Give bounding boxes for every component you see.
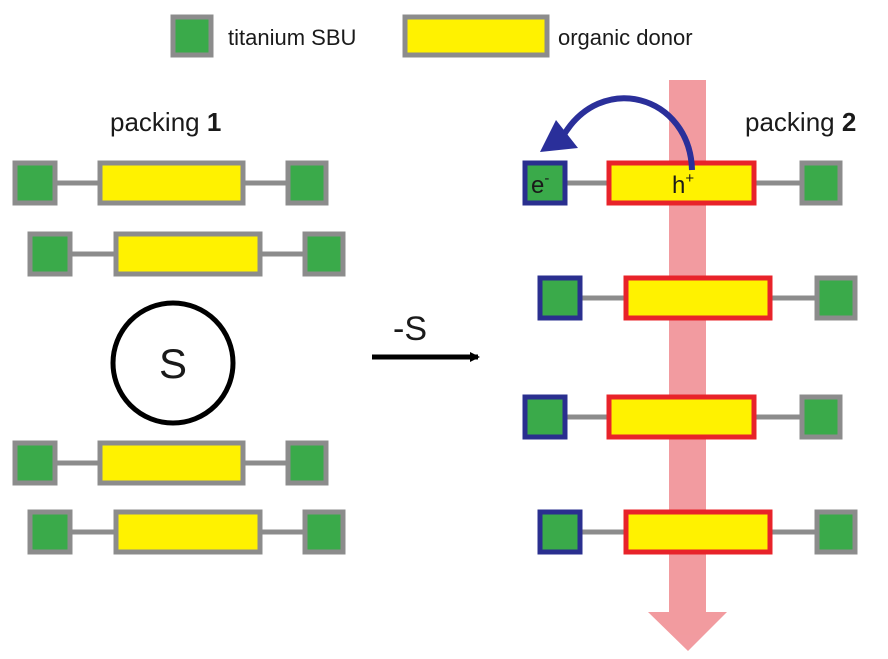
solvent-molecule: S bbox=[110, 300, 236, 426]
sbu-left bbox=[27, 231, 73, 277]
sbu-right bbox=[302, 509, 346, 555]
right-title: packing 2 bbox=[745, 107, 856, 137]
hole-label: h+ bbox=[672, 170, 694, 199]
legend-sbu-swatch bbox=[170, 14, 214, 58]
desolvation-label: -S bbox=[393, 310, 427, 348]
donor bbox=[97, 160, 246, 206]
legend-sbu-label: titanium SBU bbox=[228, 25, 356, 50]
donor-active bbox=[606, 394, 757, 440]
donor bbox=[97, 440, 246, 486]
sbu-left-active bbox=[537, 275, 583, 321]
left-row-2 bbox=[27, 231, 346, 277]
donor bbox=[113, 231, 263, 277]
left-title-number: 1 bbox=[207, 107, 221, 137]
sbu-right bbox=[814, 509, 858, 555]
sbu-left-active bbox=[537, 509, 583, 555]
sbu-right bbox=[799, 394, 843, 440]
right-row-3 bbox=[522, 394, 843, 440]
solvent-label: S bbox=[159, 340, 187, 387]
right-title-text: packing bbox=[745, 107, 842, 137]
left-row-3 bbox=[12, 440, 329, 486]
donor-active bbox=[623, 275, 773, 321]
sbu-left bbox=[12, 440, 58, 486]
legend-donor-swatch bbox=[402, 14, 550, 58]
desolvation-arrow: -S bbox=[372, 310, 480, 362]
right-row-1: e- h+ bbox=[522, 160, 843, 206]
left-row-1 bbox=[12, 160, 329, 206]
electron-label: e- bbox=[531, 170, 549, 199]
sbu-left bbox=[27, 509, 73, 555]
legend: titanium SBU organic donor bbox=[170, 14, 693, 58]
left-title: packing 1 bbox=[110, 107, 221, 137]
sbu-left-active bbox=[522, 160, 568, 206]
sbu-right bbox=[285, 160, 329, 206]
electron-transfer-arrow bbox=[540, 95, 695, 171]
donor-active bbox=[606, 160, 757, 206]
left-title-text: packing bbox=[110, 107, 207, 137]
donor bbox=[113, 509, 263, 555]
right-row-4 bbox=[537, 509, 858, 555]
left-row-4 bbox=[27, 509, 346, 555]
legend-donor-label: organic donor bbox=[558, 25, 693, 50]
right-row-2 bbox=[537, 275, 858, 321]
right-title-number: 2 bbox=[842, 107, 856, 137]
sbu-right bbox=[814, 275, 858, 321]
sbu-right bbox=[799, 160, 843, 206]
sbu-right bbox=[302, 231, 346, 277]
sbu-left-active bbox=[522, 394, 568, 440]
donor-active bbox=[623, 509, 773, 555]
sbu-left bbox=[12, 160, 58, 206]
sbu-right bbox=[285, 440, 329, 486]
